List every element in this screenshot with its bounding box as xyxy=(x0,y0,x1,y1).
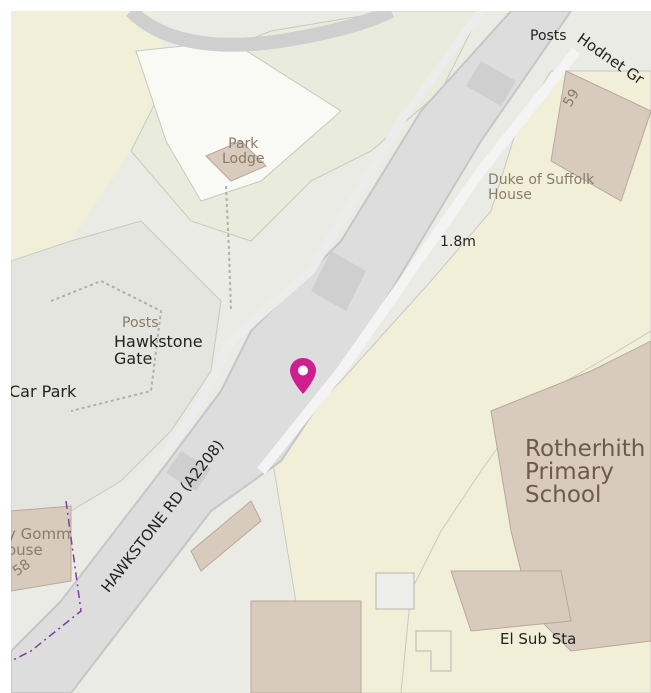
map-pin-svg xyxy=(290,358,316,394)
map-canvas[interactable]: Hodnet Gr Posts 59 Park Lodge Duke of Su… xyxy=(11,11,651,693)
label-park-lodge: Park Lodge xyxy=(222,137,265,166)
label-hawkstone-gate-1: Hawkstone xyxy=(114,332,203,351)
crossing-mid xyxy=(311,251,366,311)
label-school-1: Rotherhith xyxy=(525,436,646,462)
building-school-annex xyxy=(450,570,572,632)
building-59 xyxy=(550,70,651,202)
label-park-lodge-1: Park xyxy=(228,136,259,152)
label-hawkstone-gate: Hawkstone Gate xyxy=(114,332,203,368)
map-layer xyxy=(11,11,651,693)
crossing-top xyxy=(466,61,516,106)
label-duke-of-suffolk-2: House xyxy=(488,186,532,203)
boundary-line xyxy=(11,500,82,662)
map-pin-icon[interactable] xyxy=(290,358,316,394)
label-gomm-house-2: ouse xyxy=(11,540,43,559)
label-gomm-house: y Gomm ouse xyxy=(11,525,71,559)
footpath-top xyxy=(126,11,395,52)
label-posts-mid: Posts xyxy=(122,315,159,331)
label-park-lodge-2: Lodge xyxy=(222,150,265,167)
footpath-dashed-2 xyxy=(50,279,163,412)
label-school-2: Primary xyxy=(525,459,614,485)
label-duke-of-suffolk-1: Duke of Suffolk xyxy=(488,172,595,188)
building-park-lodge xyxy=(205,140,267,182)
label-hawkstone-gate-2: Gate xyxy=(114,348,153,368)
label-el-sub-sta: El Sub Sta xyxy=(500,630,577,648)
label-width-1-8m: 1.8m xyxy=(440,234,476,250)
label-car-park: Car Park xyxy=(11,382,77,401)
park-area-top xyxy=(11,11,171,261)
building-row xyxy=(190,500,262,572)
structure-el-sub xyxy=(415,630,452,672)
label-duke-of-suffolk: Duke of Suffolk House xyxy=(488,173,594,202)
label-gomm-house-1: y Gomm xyxy=(11,525,71,543)
building-58 xyxy=(11,505,72,592)
crossing-low xyxy=(166,451,211,491)
pavement-left xyxy=(157,11,485,464)
pavement-right xyxy=(257,47,580,475)
label-school-3: School xyxy=(525,482,602,508)
label-posts-top: Posts xyxy=(530,28,567,44)
label-school: Rotherhith Primary School xyxy=(525,438,645,507)
structure-small xyxy=(375,572,415,610)
building-south xyxy=(250,600,362,693)
